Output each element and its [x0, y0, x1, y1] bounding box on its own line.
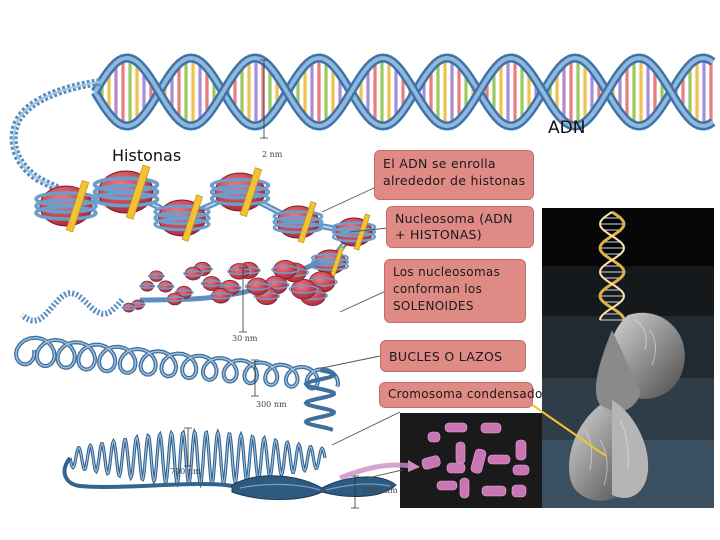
karyotype-inset [400, 413, 542, 508]
box-solenoids: Los nucleosomas conforman los SOLENOIDES [384, 259, 526, 323]
box-nucleosome-line-1: Nucleosoma (ADN [395, 211, 513, 226]
dna-label: ADN [548, 118, 586, 138]
scale-1400nm: 1400 nm [362, 486, 398, 495]
box-solenoids-line-1: Los nucleosomas [393, 265, 501, 279]
box-dna-wraps-line-2: alrededor de histonas [383, 173, 526, 188]
nucleosome-beads [34, 164, 377, 278]
dna-double-helix [91, 53, 716, 131]
condensed-coil [62, 427, 327, 489]
box-loops-line-1: BUCLES O LAZOS [389, 349, 503, 364]
scale-700nm: 700 nm [170, 467, 201, 476]
scale-30nm: 30 nm [232, 334, 258, 343]
scale-2nm: 2 nm [262, 150, 283, 159]
box-dna-wraps-line-1: El ADN se enrolla [383, 156, 496, 171]
box-loops: BUCLES O LAZOS [380, 340, 526, 372]
solenoid-fiber [20, 259, 338, 324]
box-condensed-chromosome: Cromosoma condensado [379, 382, 543, 408]
scale-bars [184, 59, 359, 509]
box-nucleosome: Nucleosoma (ADN + HISTONAS) [386, 206, 534, 248]
callout-line-chromosome [530, 403, 607, 457]
arrow-to-karyotype [339, 460, 420, 481]
histones-label: Histonas [112, 146, 182, 165]
micrograph-dna-helix [598, 210, 626, 321]
box-condensed-chromosome-line-1: Cromosoma condensado [388, 387, 543, 401]
scale-300nm: 300 nm [256, 400, 287, 409]
box-dna-wraps: El ADN se enrolla alrededor de histonas [374, 150, 534, 200]
box-solenoids-line-2: conforman los [393, 282, 483, 296]
box-solenoids-line-3: SOLENOIDES [393, 299, 474, 313]
leader-lines [321, 186, 403, 479]
chromatin-loops [13, 335, 341, 432]
box-nucleosome-line-2: + HISTONAS) [395, 227, 482, 242]
